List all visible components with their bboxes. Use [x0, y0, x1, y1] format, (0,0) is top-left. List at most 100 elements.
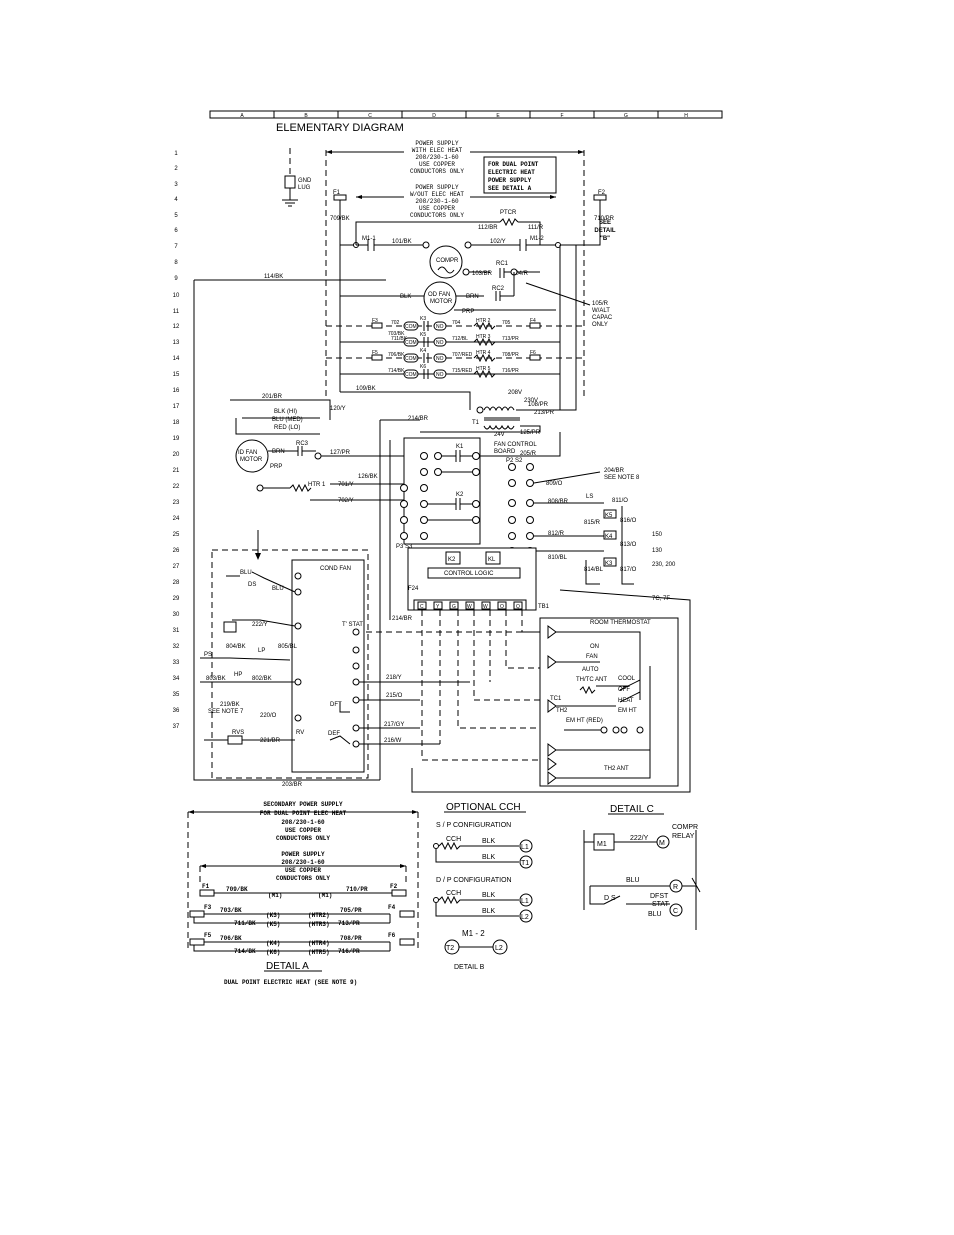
row-number: 21 [173, 468, 180, 474]
plug-label: P2 S2 [506, 458, 523, 464]
fuse-label: F6 [530, 350, 536, 356]
wire-label: 205/R [520, 451, 537, 457]
relay-label: K4 [605, 534, 613, 540]
zone-label: A [240, 113, 244, 119]
row-number: 33 [173, 660, 180, 666]
wire-label: 222/Y [630, 835, 649, 842]
relay-label: K2 [456, 492, 464, 498]
wire-label: 102/Y [490, 239, 506, 245]
wire-label: 809/O [546, 481, 563, 487]
wire-label: 109/BK [356, 386, 376, 392]
relay-label: K1 [456, 444, 464, 450]
wire-label: 704 [452, 320, 461, 326]
see-detail-b: "B" [600, 236, 610, 242]
wire-label: 710/PR [346, 886, 368, 893]
relay-pin: NO [436, 340, 444, 346]
row-number: 26 [173, 548, 180, 554]
wire-label: 220/O [260, 713, 277, 719]
heater-label: HTR 4 [476, 350, 491, 356]
fuse-label: F24 [408, 586, 419, 592]
detail-a-title: DETAIL A [266, 961, 309, 972]
wire-label: 214/BR [408, 416, 429, 422]
relay-label: KL [488, 557, 496, 563]
terminal-pin: Q [516, 604, 520, 610]
detail-a-text: USE COPPER [285, 867, 321, 874]
row-number: 2 [174, 166, 178, 172]
fuse-label: F4 [530, 318, 536, 324]
cch-title: OPTIONAL CCH [446, 802, 521, 813]
wire-color: BLU [240, 570, 252, 576]
see-note: SEE NOTE 7 [208, 709, 244, 715]
fuse-label: F1 [202, 883, 210, 890]
heater-label: HTR 2 [476, 318, 491, 324]
wire-label: 108/PR [528, 402, 549, 408]
cch-term: L1 [521, 898, 529, 905]
relay-label: RELAY [672, 833, 695, 840]
wire-label: 204/BR [604, 468, 625, 474]
wire-label: 104/R [512, 271, 529, 277]
switch-label: DFST [650, 893, 669, 900]
motor-label: ID FAN [238, 450, 257, 456]
cap-label: RC1 [496, 261, 509, 267]
row-number: 27 [173, 564, 180, 570]
tstat-label: AUTO [582, 667, 599, 673]
wire-label: 710/PR [594, 216, 615, 222]
tstat-label: COOL [618, 676, 636, 682]
defrost-pin: T' STAT [342, 622, 363, 628]
cch-term: L1 [521, 844, 529, 851]
switch-label: HP [234, 672, 242, 678]
tstat-label: OFF [618, 687, 630, 693]
row-number: 1 [174, 151, 178, 157]
ground-lug: GND LUG [282, 148, 312, 207]
switch-label: LP [258, 648, 265, 654]
detail-a-text: CONDUCTORS ONLY [276, 875, 330, 882]
supply-text: WITH ELEC HEAT [412, 147, 463, 154]
detail-a-text: POWER SUPPLY [281, 851, 325, 858]
wire-color: PRP [462, 309, 474, 315]
wire-label: (HTR4) [308, 940, 330, 947]
term-label: C [673, 908, 678, 915]
room-thermostat: ROOM THERMOSTAT ON FAN AUTO TH/TC ANT CO… [539, 617, 679, 787]
zone-label: H [684, 113, 688, 119]
wire-color: PRP [270, 464, 282, 470]
wire-label: 716/PR [502, 368, 519, 374]
switch-label: DEF [328, 731, 340, 737]
coil-label: RVS [232, 730, 244, 736]
tstat-label: TH/TC ANT [576, 677, 607, 683]
cch-label: CCH [446, 890, 461, 897]
row-number: 18 [173, 420, 180, 426]
relay-pin: NO [436, 324, 444, 330]
zone-label: E [496, 113, 500, 119]
detail-a-text: USE COPPER [285, 827, 321, 834]
ptcr: PTCR 112/BR 111/R [355, 210, 544, 245]
row-number: 15 [173, 372, 180, 378]
row-number: 14 [173, 356, 180, 362]
wire-label: 812/R [548, 531, 565, 537]
wire-label: 701/Y [338, 482, 354, 488]
wire-label: 802/BK [252, 676, 272, 682]
dual-note-text: POWER SUPPLY [488, 177, 532, 184]
gnd-label: LUG [298, 185, 311, 191]
row-number: 11 [173, 309, 180, 315]
dual-note-text: ELECTRIC HEAT [488, 169, 535, 176]
motor-label: MOTOR [240, 457, 263, 463]
gnd-label: GND [298, 178, 312, 184]
wire-label: 126/BK [358, 474, 378, 480]
wire-label: 705/PR [340, 907, 362, 914]
wire-label: (K4) [266, 940, 280, 947]
wire-label: 218/Y [386, 675, 402, 681]
voltage-label: 230V [524, 398, 538, 404]
detail-c: DETAIL C M1 222/Y M COMPR RELAY BLU R D … [583, 804, 701, 930]
row-number: 25 [173, 532, 180, 538]
supply-text: POWER SUPPLY [415, 184, 459, 191]
logic-label: CONTROL LOGIC [444, 571, 494, 577]
id-fan-motor [235, 439, 269, 473]
cch-label: CCH [446, 836, 461, 843]
row-number: 31 [173, 628, 180, 634]
contactor-label: M1-1 [362, 236, 376, 242]
wire-label: 708/PR [502, 352, 519, 358]
relay-pin: COM [405, 324, 417, 330]
wire-label: 716/PR [338, 948, 360, 955]
tstat-label: EM HT (RED) [566, 718, 603, 724]
relay-pin: COM [405, 356, 417, 362]
